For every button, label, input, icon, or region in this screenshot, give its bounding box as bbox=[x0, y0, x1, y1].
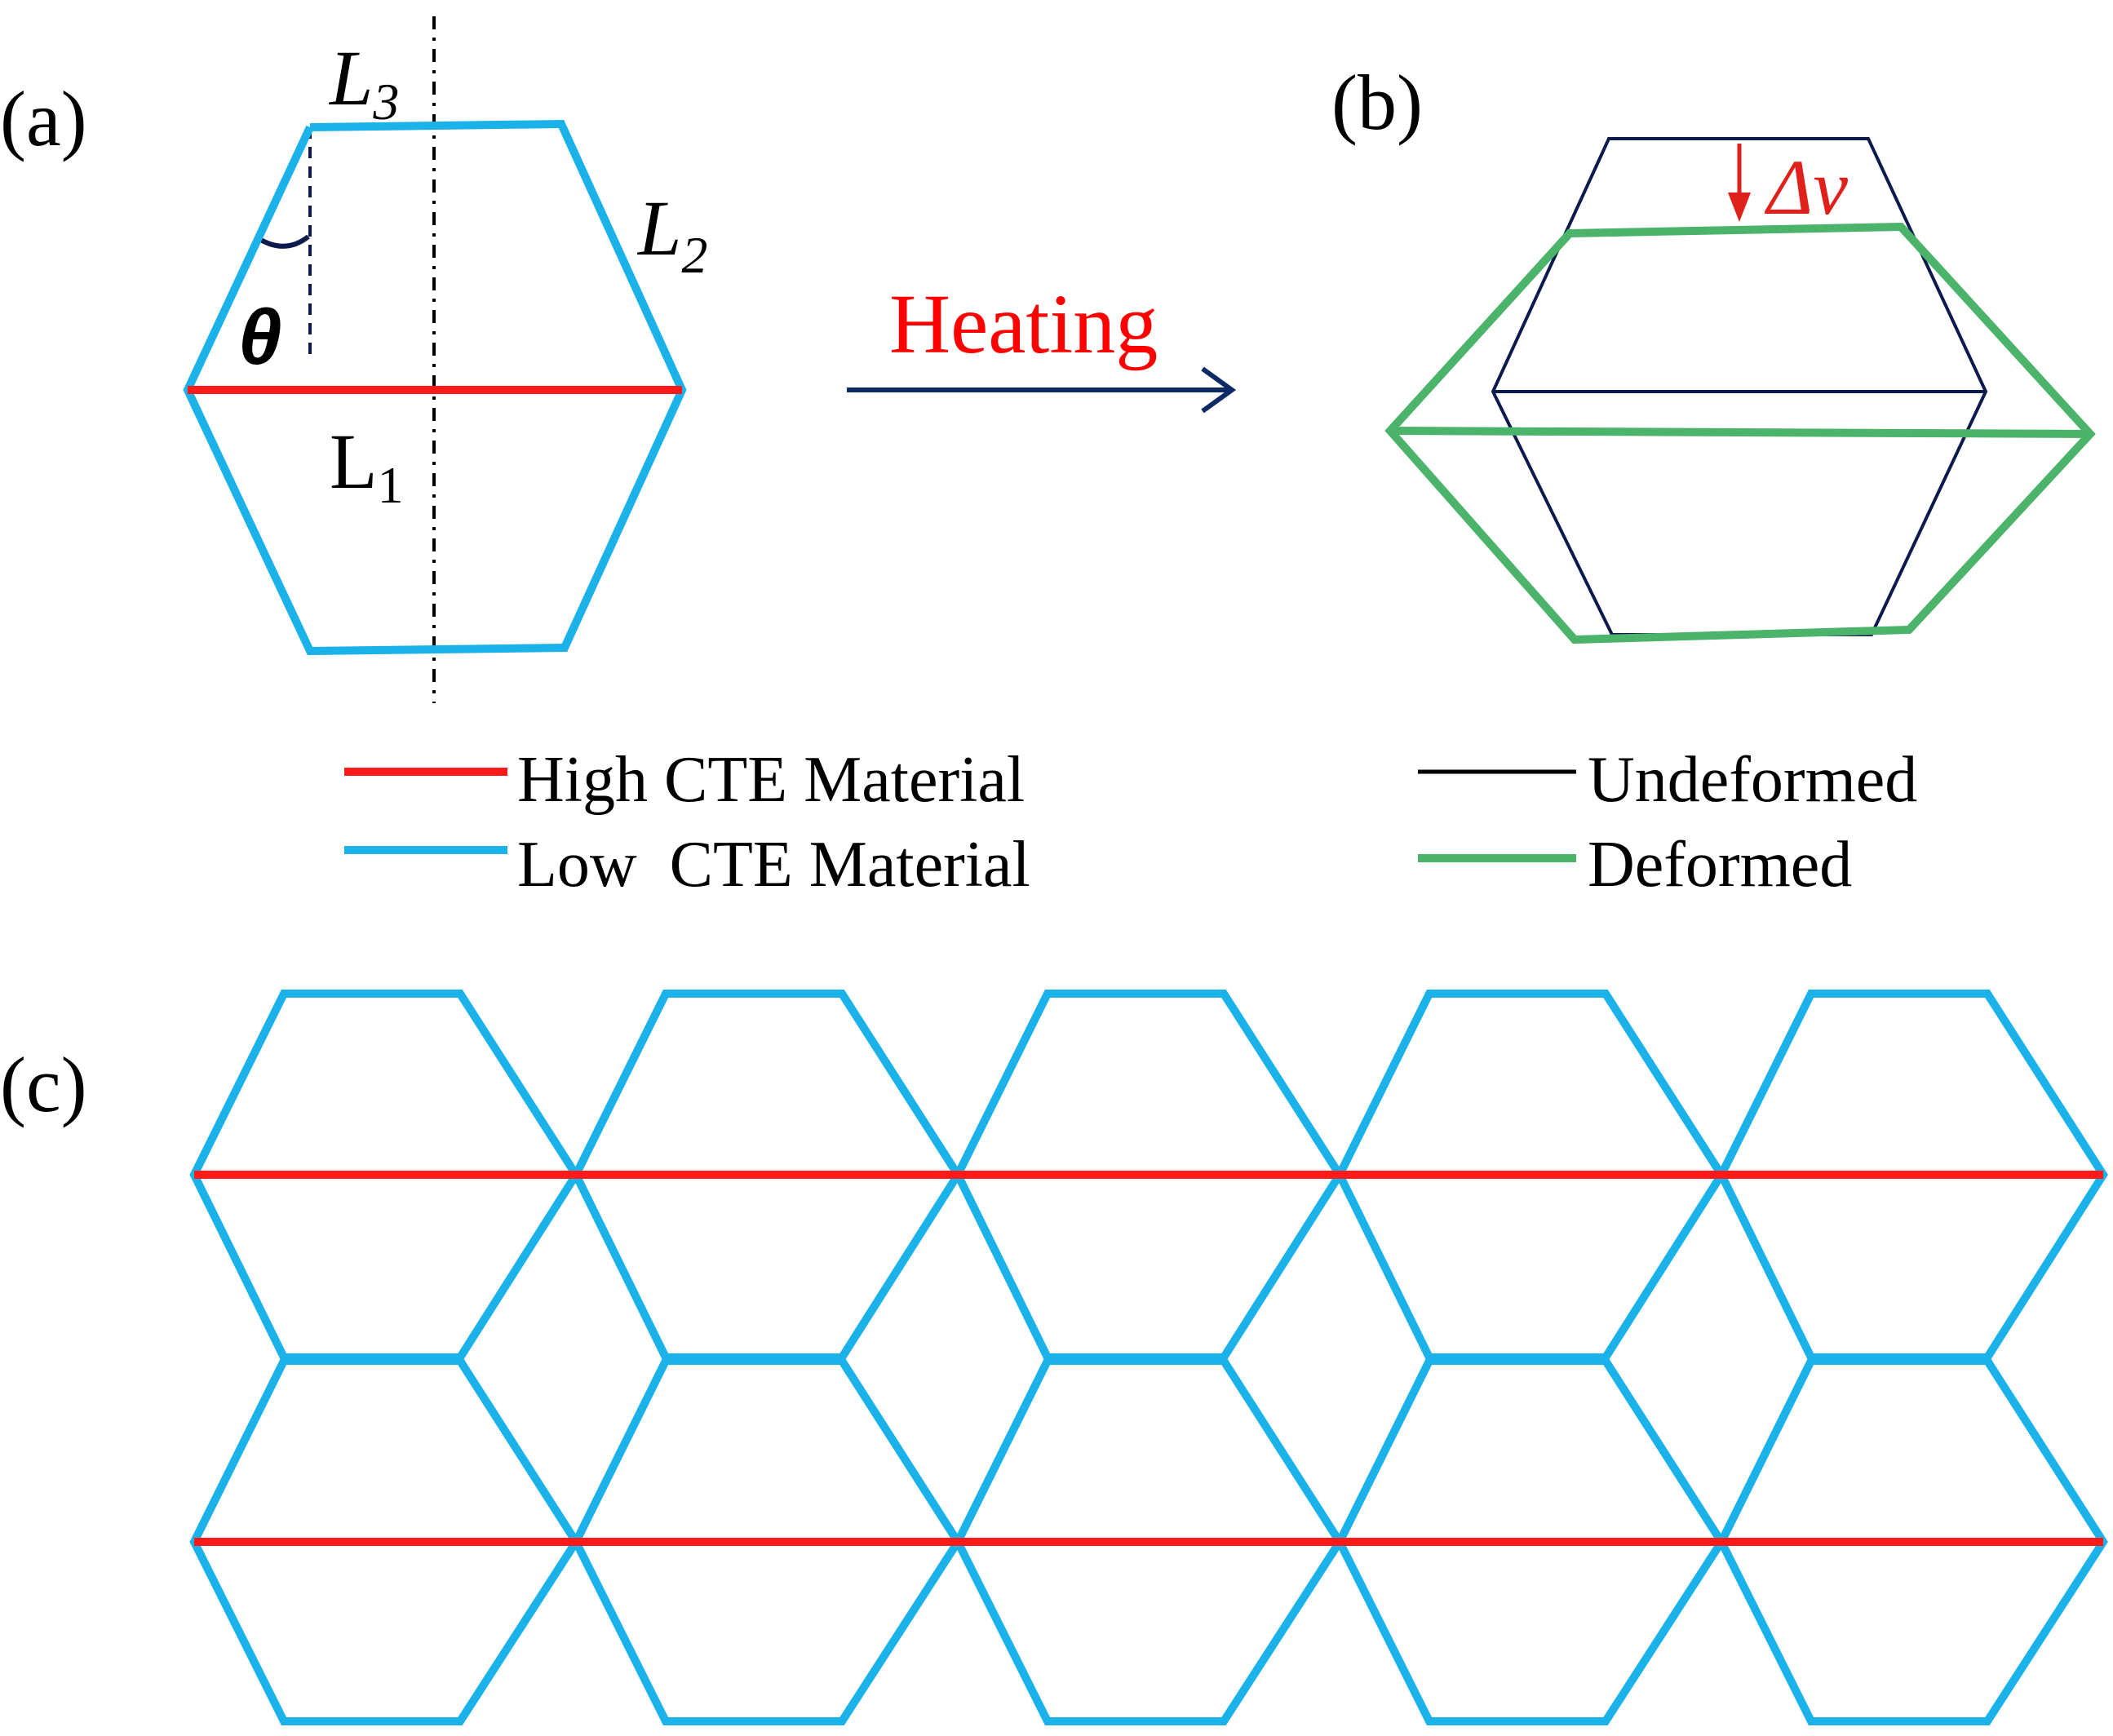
delta-v-arrow-head bbox=[1728, 193, 1751, 222]
l1-label: L1 bbox=[330, 418, 404, 514]
honeycomb-lattice bbox=[189, 990, 2108, 1725]
heating-arrow-head bbox=[1201, 366, 1237, 414]
legend-deformed-label: Deformed bbox=[1588, 829, 1852, 901]
legend-low-cte-label: Low CTE Material bbox=[517, 829, 1030, 901]
deformed-rib bbox=[1389, 427, 2091, 438]
theta-arc bbox=[258, 234, 310, 249]
l2-label: L2 bbox=[636, 184, 707, 284]
legend-undeformed-label: Undeformed bbox=[1588, 744, 1917, 816]
l3-label: L3 bbox=[328, 34, 399, 131]
legend-high-cte-label: High CTE Material bbox=[517, 744, 1025, 816]
theta-label: θ bbox=[238, 294, 282, 381]
heating-arrow-group: Heating bbox=[847, 277, 1237, 414]
panel-a-label: (a) bbox=[0, 75, 87, 162]
deformation-legend: Undeformed Deformed bbox=[1418, 744, 1917, 901]
panel-c: (c) bbox=[0, 990, 2108, 1725]
materials-legend: High CTE Material Low CTE Material bbox=[344, 744, 1030, 901]
panel-c-label: (c) bbox=[0, 1041, 87, 1128]
heating-label: Heating bbox=[889, 277, 1158, 371]
delta-v-label: Δv bbox=[1764, 144, 1848, 231]
panel-b-label: (b) bbox=[1331, 59, 1423, 146]
panel-b: (b) Δv bbox=[1331, 59, 2096, 644]
panel-a: (a) L3 L2 L1 θ bbox=[0, 16, 707, 703]
